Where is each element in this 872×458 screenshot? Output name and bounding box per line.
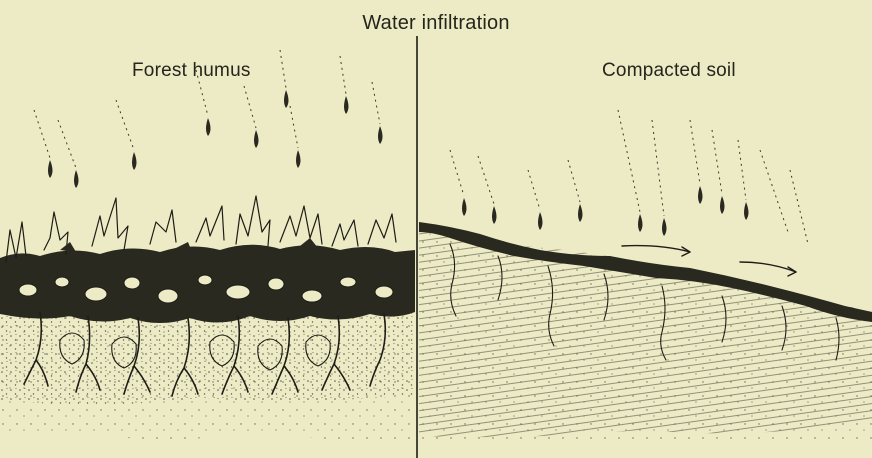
forest-humus-panel (0, 50, 415, 441)
compacted-soil-panel (419, 110, 872, 440)
